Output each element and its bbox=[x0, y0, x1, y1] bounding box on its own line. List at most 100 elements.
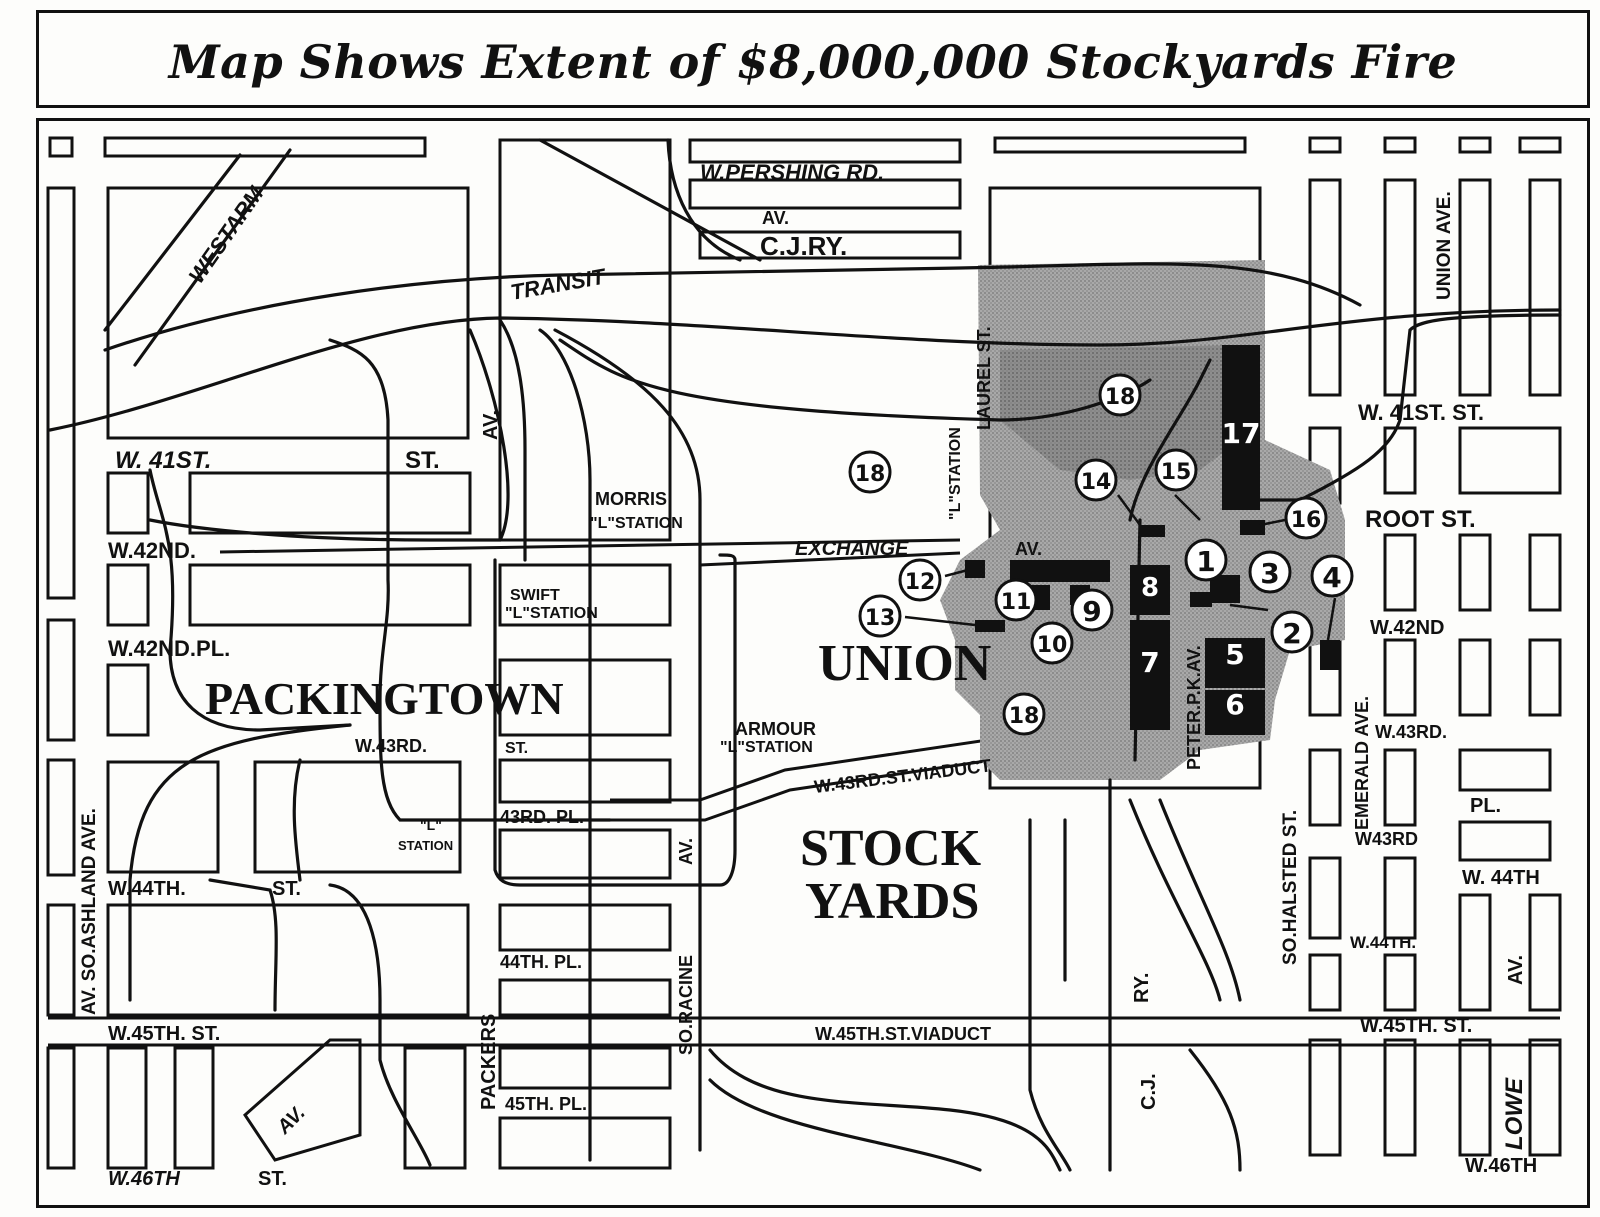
map-frame bbox=[36, 118, 1590, 1208]
marker-18-top: 18 bbox=[1098, 373, 1142, 417]
street-packers: PACKERS bbox=[478, 1014, 500, 1110]
street-exchange-av: AV. bbox=[1015, 539, 1042, 559]
marker-5-label: 5 bbox=[1225, 638, 1244, 671]
svg-text:14: 14 bbox=[1081, 470, 1112, 495]
street-w44th-right: W. 44TH bbox=[1462, 867, 1540, 889]
street-w44th-right2: W.44TH. bbox=[1350, 933, 1416, 952]
marker-15: 15 bbox=[1154, 448, 1198, 492]
union-label: UNION bbox=[818, 635, 991, 692]
stock-label: STOCK bbox=[800, 820, 982, 877]
label-swift: SWIFT bbox=[510, 587, 560, 604]
label-armour: ARMOUR bbox=[735, 719, 816, 739]
marker-18-bottom: 18 bbox=[1002, 692, 1046, 736]
marker-12: 12 bbox=[898, 558, 942, 602]
marker-17-label: 17 bbox=[1222, 417, 1261, 450]
street-lowe: LOWE bbox=[1501, 1077, 1528, 1150]
svg-text:18: 18 bbox=[855, 462, 886, 487]
street-root: ROOT ST. bbox=[1365, 506, 1476, 533]
title-box: Map Shows Extent of $8,000,000 Stockyard… bbox=[36, 10, 1590, 108]
svg-text:1: 1 bbox=[1196, 545, 1215, 578]
svg-text:18: 18 bbox=[1105, 385, 1136, 410]
label-armour-station: "L"STATION bbox=[720, 739, 813, 756]
street-43rd-pl: 43RD. PL. bbox=[500, 807, 584, 827]
label-l-station-vertical: "L"STATION bbox=[947, 427, 964, 520]
marker-2: 2 bbox=[1270, 610, 1314, 654]
street-w45th: W.45TH. ST. bbox=[108, 1023, 220, 1045]
marker-8-label: 8 bbox=[1141, 573, 1159, 603]
street-w42nd-right: W.42ND bbox=[1370, 617, 1444, 639]
street-w46th: W.46TH bbox=[108, 1168, 180, 1190]
marker-7-label: 7 bbox=[1140, 646, 1159, 679]
label-station-l: "L" bbox=[420, 817, 442, 833]
marker-13: 13 bbox=[858, 594, 902, 638]
street-w43rd: W.43RD. bbox=[355, 736, 427, 756]
street-41-st: ST. bbox=[405, 447, 440, 474]
svg-text:2: 2 bbox=[1282, 617, 1301, 650]
label-morris-station: "L"STATION bbox=[590, 515, 683, 532]
street-46-st: ST. bbox=[258, 1168, 287, 1190]
pointer-arrows bbox=[904, 494, 1337, 641]
street-union-ave: UNION AVE. bbox=[1434, 191, 1455, 300]
svg-text:9: 9 bbox=[1082, 595, 1101, 628]
street-so-racine: SO.RACINE bbox=[676, 955, 696, 1055]
street-av-packers: AV. bbox=[480, 410, 502, 440]
street-laurel: LAUREL ST. bbox=[974, 326, 994, 430]
map-title: Map Shows Extent of $8,000,000 Stockyard… bbox=[168, 35, 1458, 89]
street-ashland: AV. SO.ASHLAND AVE. bbox=[79, 808, 100, 1015]
svg-text:4: 4 bbox=[1322, 561, 1341, 594]
street-cjry: C.J.RY. bbox=[760, 231, 847, 261]
street-exchange: EXCHANGE bbox=[795, 538, 909, 560]
svg-text:15: 15 bbox=[1161, 460, 1192, 485]
svg-text:12: 12 bbox=[905, 570, 936, 595]
svg-text:13: 13 bbox=[865, 606, 896, 631]
street-halsted: SO.HALSTED ST. bbox=[1280, 810, 1301, 965]
yards-label: YARDS bbox=[805, 873, 979, 930]
street-w42nd-pl: W.42ND.PL. bbox=[108, 636, 230, 661]
svg-text:3: 3 bbox=[1260, 557, 1279, 590]
marker-11: 11 bbox=[994, 578, 1038, 622]
label-station-word: STATION bbox=[398, 838, 453, 853]
marker-3: 3 bbox=[1248, 550, 1292, 594]
street-w43rd-right2: W43RD bbox=[1355, 829, 1418, 849]
railways bbox=[48, 138, 1562, 1172]
street-44th-pl: 44TH. PL. bbox=[500, 952, 582, 972]
marker-9: 9 bbox=[1070, 588, 1114, 632]
burned-buildings: 17 8 7 5 6 bbox=[965, 345, 1340, 735]
street-w46th-right: W.46TH bbox=[1465, 1155, 1537, 1177]
street-44-st: ST. bbox=[272, 878, 301, 900]
street-w41st: W. 41ST. bbox=[115, 447, 211, 474]
street-av-top: AV. bbox=[762, 208, 789, 228]
street-emerald: EMERALD AVE. bbox=[1352, 696, 1372, 830]
marker-4: 4 bbox=[1310, 554, 1354, 598]
packingtown-label: PACKINGTOWN bbox=[205, 673, 564, 724]
marker-14: 14 bbox=[1074, 458, 1118, 502]
svg-text:16: 16 bbox=[1291, 508, 1322, 533]
street-w45th-viaduct: W.45TH.ST.VIADUCT bbox=[815, 1024, 991, 1044]
street-av-racine: AV. bbox=[676, 838, 696, 865]
street-cj: C.J. bbox=[1138, 1073, 1160, 1110]
street-pl-right: PL. bbox=[1470, 795, 1501, 817]
street-43-st: ST. bbox=[505, 740, 528, 757]
street-w42nd: W.42ND. bbox=[108, 538, 196, 563]
street-ry: RY. bbox=[1131, 973, 1153, 1003]
street-w41st-right: W. 41ST. ST. bbox=[1358, 400, 1484, 425]
svg-text:10: 10 bbox=[1037, 633, 1068, 658]
label-morris: MORRIS bbox=[595, 489, 667, 509]
street-w45th-right: W.45TH. ST. bbox=[1360, 1015, 1472, 1037]
street-w44th: W.44TH. bbox=[108, 878, 186, 900]
street-labels: W.PERSHING RD. AV. C.J.RY. TRANSIT WESTA… bbox=[79, 160, 1540, 1190]
street-av-diagonal: AV. bbox=[272, 1102, 309, 1139]
street-av-right: AV. bbox=[1505, 955, 1527, 985]
marker-6-label: 6 bbox=[1225, 688, 1244, 721]
street-peter: PETER.P.K.AV. bbox=[1184, 645, 1204, 770]
street-pershing: W.PERSHING RD. bbox=[700, 160, 884, 185]
svg-text:11: 11 bbox=[1001, 590, 1032, 615]
svg-text:18: 18 bbox=[1009, 704, 1040, 729]
street-w43rd-right: W.43RD. bbox=[1375, 722, 1447, 742]
marker-10: 10 bbox=[1030, 621, 1074, 665]
marker-1: 1 bbox=[1184, 538, 1228, 582]
marker-18-left: 18 bbox=[848, 450, 892, 494]
street-45th-pl: 45TH. PL. bbox=[505, 1094, 587, 1114]
marker-16: 16 bbox=[1284, 496, 1328, 540]
